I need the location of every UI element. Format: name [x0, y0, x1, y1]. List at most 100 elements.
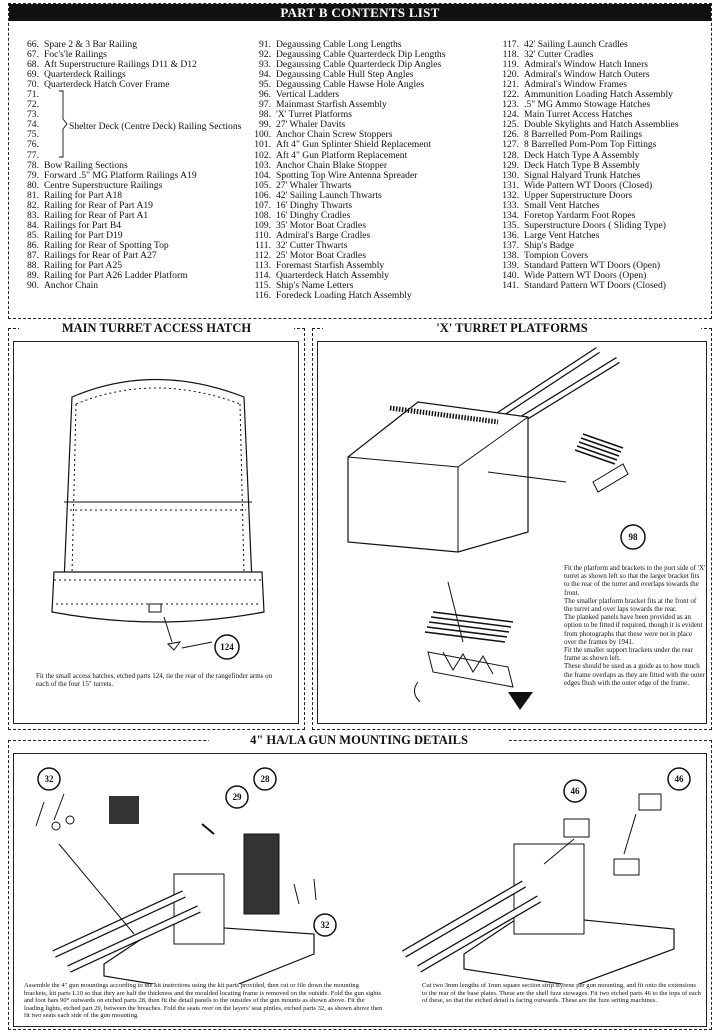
contents-entry-text: Spare 2 & 3 Bar Railing [44, 39, 137, 50]
xturret-caption-p3: The planked panels have been provided as… [564, 613, 703, 646]
contents-entry: 103.Anchor Chain Blake Stopper [241, 159, 501, 171]
contents-entry-number: 117. [502, 39, 519, 50]
contents-entry-text: Aft 4" Gun Platform Replacement [276, 149, 408, 161]
contents-entry-text: Railing for Rear of Spotting Top [44, 239, 169, 251]
contents-entry: 79. Forward .5" MG Platform Railings A19 [9, 169, 254, 181]
contents-entry-text: Ammunition Loading Hatch Assembly [524, 89, 673, 101]
contents-entry: 84.Railings for Part B4 [9, 219, 254, 231]
callout-32-a [37, 767, 61, 791]
contents-entry-text: Aft 4" Gun Splinter Shield Replacement [276, 139, 431, 151]
contents-entry: 109.35' Motor Boat Cradles [241, 220, 501, 231]
contents-entry: 102.Aft 4" Gun Platform Replacement [241, 149, 501, 161]
contents-entry: 130.Signal Halyard Trunk Hatches [489, 169, 711, 181]
contents-entry: 69.Quarterdeck Railings [9, 70, 254, 80]
contents-entry-number: 111. [254, 239, 271, 251]
contents-entry-number: 94. [259, 69, 271, 81]
xturret-caption-p1: Fit the platform and brackets to the por… [564, 564, 706, 597]
contents-entry-number: 93. [259, 59, 271, 71]
contents-entry: 70.Quarterdeck Hatch Cover Frame [9, 80, 254, 90]
contents-entry-text: 8 Barrelled Pom-Pom Railings [524, 129, 643, 141]
contents-entry: 131.Wide Pattern WT Doors (Closed) [489, 179, 711, 191]
contents-entry-text: Railing for Part A25 [44, 260, 123, 272]
contents-entry: 104.Spotting Top Wire Antenna Spreader [241, 170, 501, 181]
xturret-figure-box: 98 Fit the platform and brackets to the … [317, 341, 707, 724]
contents-entry: 75. [9, 130, 254, 140]
contents-entry-number: 133. [502, 199, 519, 211]
contents-entry-number: 74. [27, 119, 39, 131]
contents-entry-number: 85. [27, 229, 39, 241]
contents-entry-number: 103. [254, 159, 271, 171]
contents-entry-text: Aft Superstructure Railings D11 & D12 [44, 59, 197, 71]
contents-entry-number: 101. [254, 139, 271, 151]
contents-entry: 91.Degaussing Cable Long Lengths [241, 39, 501, 50]
contents-entry-text: 27' Whaler Davits [276, 119, 346, 131]
contents-entry-text: Admiral's Window Hatch Outers [524, 69, 650, 81]
contents-entry-number: 110. [254, 229, 271, 241]
contents-entry-text: 32' Cutter Cradles [524, 49, 594, 61]
contents-entry-number: 97. [259, 99, 271, 111]
contents-entry: 113.Foremast Starfish Assembly [241, 260, 501, 272]
contents-entry-number: 99. [259, 119, 271, 131]
contents-entry-text: Deck Hatch Type B Assembly [524, 159, 640, 171]
contents-entry: 117.42' Sailing Launch Cradles [489, 39, 711, 50]
contents-entry-text: Railing for Part A26 Ladder Platform [44, 270, 188, 282]
contents-entry-text: Degaussing Cable Quarterdeck Dip Angles [276, 59, 442, 71]
contents-entry-number: 82. [27, 199, 39, 211]
contents-entry-number: 125. [502, 119, 519, 131]
contents-entry-text: Superstructure Doors ( Sliding Type) [524, 219, 666, 231]
contents-entry: 94.Degaussing Cable Hull Step Angles [241, 70, 501, 80]
contents-entry-text: Admiral's Window Frames [524, 79, 627, 91]
contents-entry-text: 32' Cutter Thwarts [276, 239, 348, 251]
contents-entry-text: Railings for Part B4 [44, 219, 122, 231]
contents-entry-text: Railing for Part A18 [44, 189, 123, 201]
contents-entry-text: Degaussing Cable Long Lengths [276, 39, 402, 50]
contents-entry-text: Forward .5" MG Platform Railings A19 [44, 169, 197, 181]
contents-entry: 119.Admiral's Window Hatch Inners [489, 60, 711, 70]
contents-entry: 76. [9, 140, 254, 150]
contents-entry-text: Standard Pattern WT Doors (Open) [524, 260, 661, 272]
contents-entry-text: Railings for Rear of Part A27 [44, 249, 157, 261]
contents-entry: 136.Large Vent Hatches [489, 229, 711, 241]
contents-entry: 139.Standard Pattern WT Doors (Open) [489, 260, 711, 272]
contents-entry: 98.'X' Turret Platforms [241, 110, 501, 120]
contents-entry: 135.Superstructure Doors ( Sliding Type) [489, 219, 711, 231]
contents-entry-number: 130. [502, 169, 519, 181]
contents-entry-text: Double Skylights and Hatch Assemblies [524, 119, 679, 131]
callout-28-label: 28 [260, 774, 270, 784]
contents-entry-text: Wide Pattern WT Doors (Closed) [524, 179, 653, 191]
contents-entry-number: 79. [27, 169, 39, 181]
callout-46-b-label: 46 [674, 774, 684, 784]
contents-entry: 83.Railing for Rear of Part A1 [9, 210, 254, 221]
contents-entry: 126.8 Barrelled Pom-Pom Railings [489, 130, 711, 140]
contents-entry: 100.Anchor Chain Screw Stoppers [241, 130, 501, 140]
contents-entry: 101. Aft 4" Gun Splinter Shield Replaceme… [241, 140, 501, 150]
contents-entry: 129.Deck Hatch Type B Assembly [489, 159, 711, 171]
contents-entry-number: 106. [254, 189, 271, 201]
contents-entry-text: Large Vent Hatches [524, 229, 600, 241]
contents-entry: 115.Ship's Name Letters [241, 281, 501, 291]
gun-caption-right: Cut two 3mm lengths of 1mm square sectio… [422, 982, 701, 1005]
contents-entry-number: 113. [254, 260, 271, 272]
contents-entry-text: Quarterdeck Hatch Cover Frame [44, 79, 170, 91]
contents-entry: 80.Centre Superstructure Railings [9, 180, 254, 191]
xturret-caption: Fit the platform and brackets to the por… [564, 564, 706, 687]
contents-entry-number: 90. [27, 280, 39, 292]
hatch-caption: Fit the small access hatches, etched par… [36, 672, 273, 689]
contents-entry: 92.Degaussing Cable Quarterdeck Dip Leng… [241, 49, 501, 60]
contents-entry-number: 78. [27, 159, 39, 171]
contents-entry-number: 75. [27, 129, 39, 141]
contents-entry: 96.Vertical Ladders [241, 90, 501, 100]
contents-entry: 86.Railing for Rear of Spotting Top [9, 239, 254, 251]
callout-32-b-label: 32 [320, 920, 330, 930]
contents-entry-number: 89. [27, 270, 39, 282]
contents-entry-text: Admiral's Barge Cradles [276, 229, 371, 241]
callout-46-a [563, 779, 587, 803]
contents-entry-number: 96. [259, 89, 271, 101]
contents-entry-number: 100. [254, 129, 271, 141]
contents-entry-number: 98. [259, 109, 271, 121]
callout-29 [225, 785, 249, 809]
callout-32-a-label: 32 [44, 774, 54, 784]
contents-entry-text: Railing for Part D19 [44, 229, 123, 241]
callout-46-a-label: 46 [570, 786, 580, 796]
